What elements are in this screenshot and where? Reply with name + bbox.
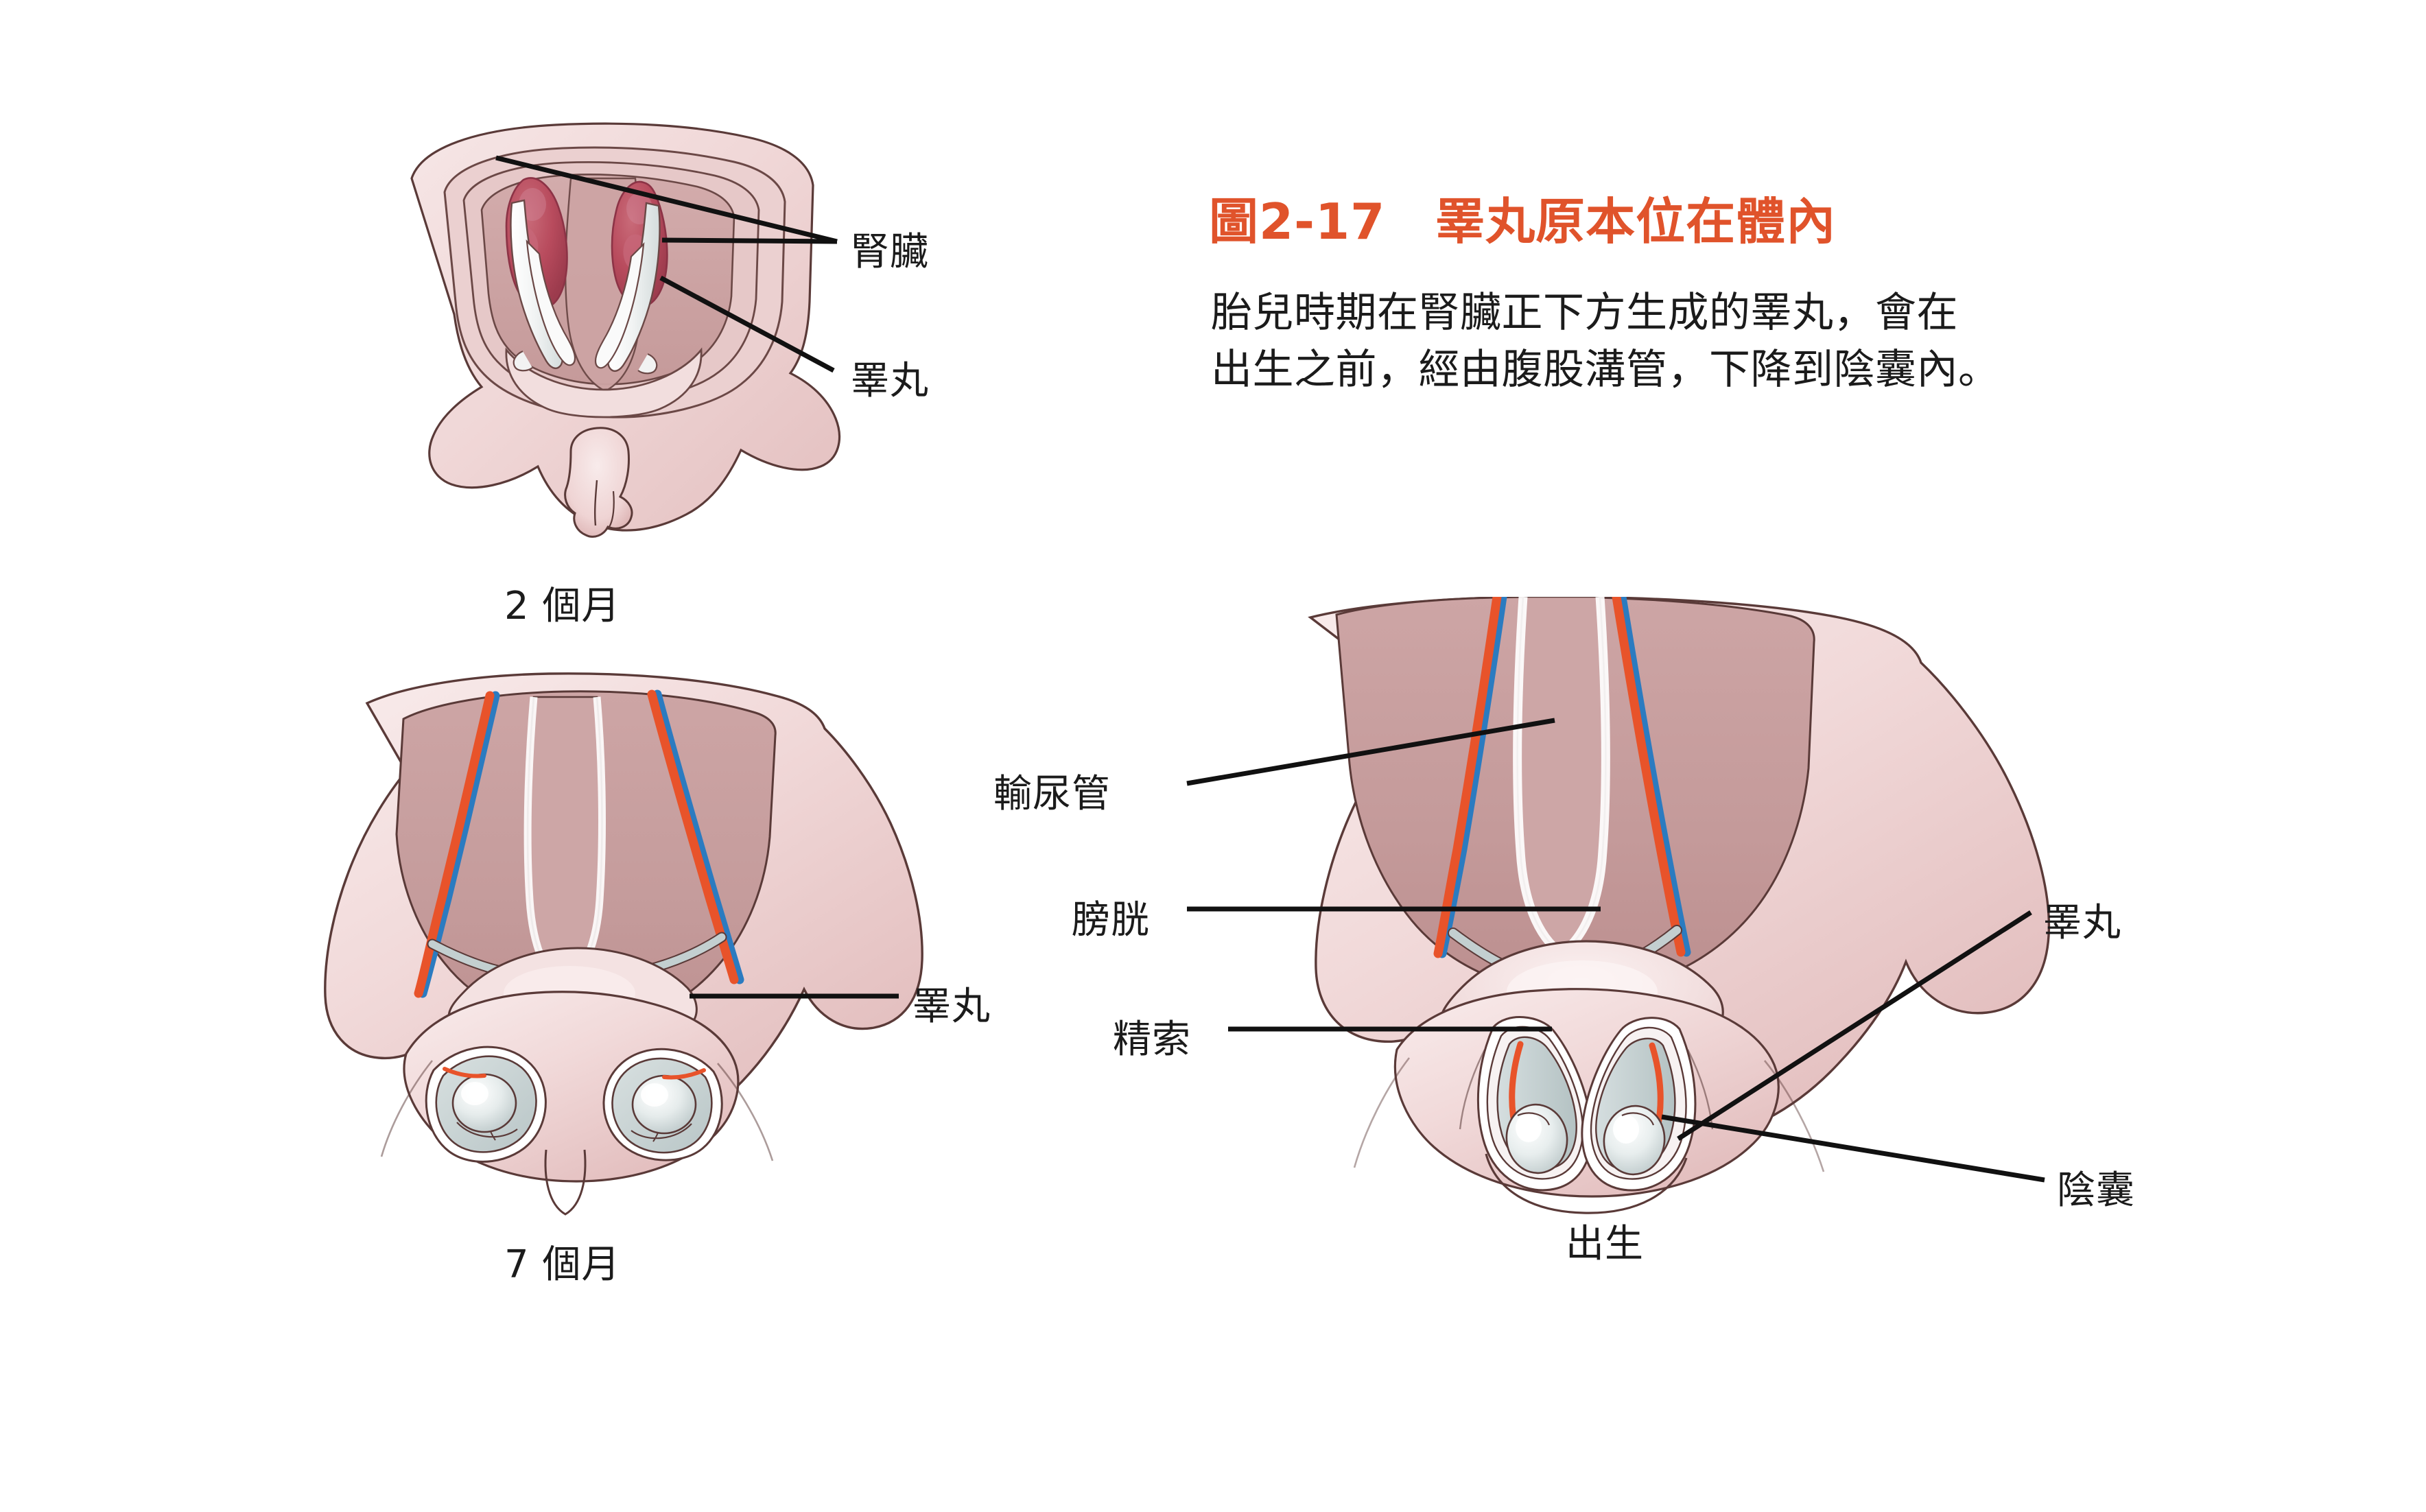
label-bladder: 膀胱 xyxy=(1072,898,1150,943)
figure-title: 圖2-17 睪丸原本位在體內 xyxy=(1209,193,1837,250)
label-ureter: 輸尿管 xyxy=(993,772,1111,816)
figure-caption-line-1: 胎兒時期在腎臟正下方生成的睪丸，會在 xyxy=(1211,289,1958,337)
label-testis-two-months: 睪丸 xyxy=(851,359,929,403)
art-seven-months xyxy=(324,672,923,1216)
art-birth xyxy=(1308,597,2051,1214)
art-two-months xyxy=(410,122,841,538)
caption-birth: 出生 xyxy=(1566,1222,1644,1266)
caption-two-months: 2 個月 xyxy=(504,584,621,628)
label-kidney: 腎臟 xyxy=(851,230,929,274)
label-testis-seven-months: 睪丸 xyxy=(912,984,991,1029)
label-spermatic-cord: 精索 xyxy=(1113,1017,1191,1062)
figure-caption: 胎兒時期在腎臟正下方生成的睪丸，會在 出生之前，經由腹股溝管，下降到陰囊內。 xyxy=(1211,285,2185,399)
figure-caption-line-2: 出生之前，經由腹股溝管，下降到陰囊內。 xyxy=(1211,345,2000,394)
label-scrotum: 陰囊 xyxy=(2057,1168,2135,1213)
label-testis-birth: 睪丸 xyxy=(2043,901,2121,945)
caption-seven-months: 7 個月 xyxy=(504,1242,621,1287)
